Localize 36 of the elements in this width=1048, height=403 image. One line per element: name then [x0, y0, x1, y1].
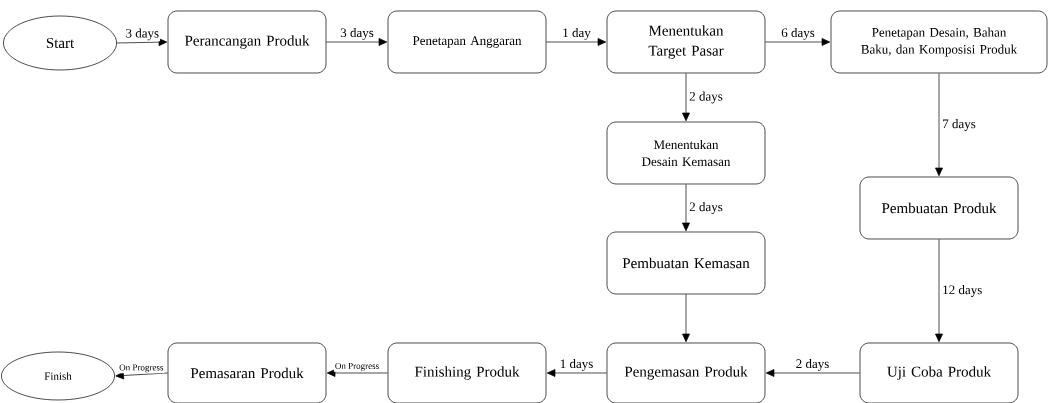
process-box: Pemasaran Produk — [167, 342, 327, 403]
arrow — [116, 38, 168, 47]
arrow — [682, 294, 690, 343]
process-box: Menentukan Desain Kemasan — [606, 121, 766, 185]
arrow — [326, 369, 388, 377]
arrow — [326, 38, 388, 46]
edge-label: 7 days — [943, 119, 976, 131]
edge-label: 1 days — [560, 358, 593, 371]
edge-label: 3 days — [126, 28, 159, 41]
edge-label: On Progress — [119, 364, 164, 373]
edge-label: 6 days — [781, 27, 815, 40]
process-box: Finishing Produk — [387, 342, 547, 403]
arrow — [935, 73, 943, 177]
arrow — [765, 38, 831, 46]
arrow — [935, 239, 943, 343]
process-box: Pembuatan Produk — [859, 176, 1019, 240]
process-box: Penetapan Desain, Bahan Baku, dan Komposisi Produk — [830, 10, 1048, 74]
arrow — [546, 369, 607, 377]
process-box: Penetapan Anggaran — [387, 10, 547, 74]
process-box: Menentukan Target Pasar — [606, 10, 766, 74]
edge-label: 3 days — [340, 27, 374, 40]
edge-label: 2 days — [689, 202, 723, 214]
edge-label: 12 days — [943, 285, 982, 297]
edge-label: 2 days — [689, 91, 723, 104]
edge-label: 1 day — [563, 27, 591, 40]
arrow — [682, 184, 690, 232]
process-box: Pembuatan Kemasan — [606, 231, 766, 295]
edge-label: 2 days — [796, 358, 829, 371]
edge-label: On Progress — [335, 362, 379, 371]
process-box: Uji Coba Produk — [859, 342, 1019, 403]
arrow — [115, 371, 168, 380]
arrow — [765, 369, 860, 377]
process-box: Perancangan Produk — [167, 10, 327, 74]
arrow — [546, 38, 607, 46]
arrow — [682, 73, 690, 122]
process-box: Pengemasan Produk — [606, 342, 766, 403]
